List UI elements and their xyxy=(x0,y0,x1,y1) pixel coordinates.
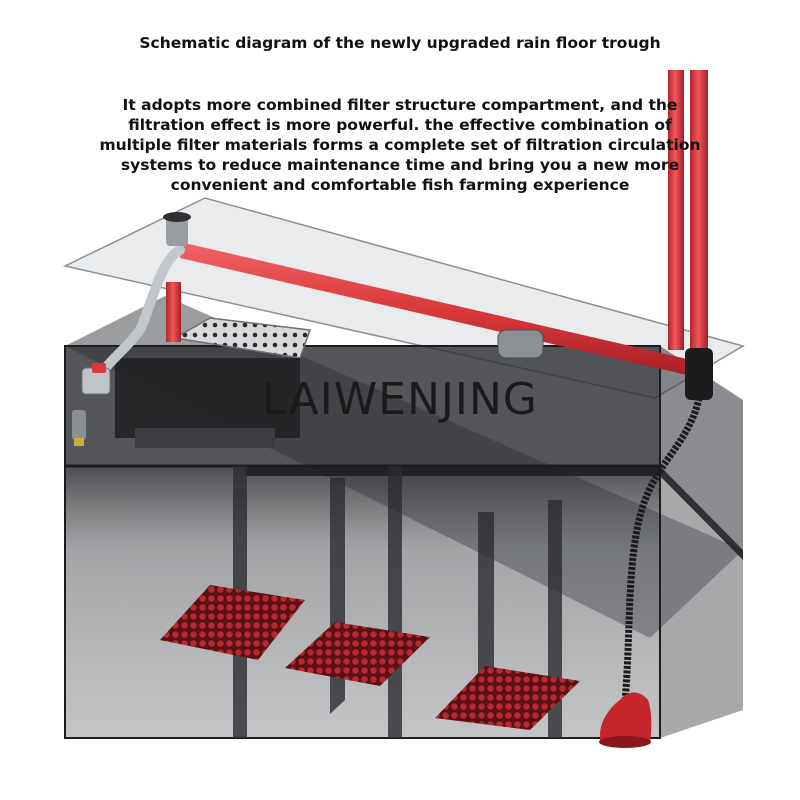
pipe-elbow xyxy=(685,348,713,400)
watermark-text: LAIWENJING xyxy=(262,374,538,425)
divider-panel-3 xyxy=(388,466,402,738)
filter-drawer xyxy=(135,428,275,448)
outlet-tip xyxy=(74,438,84,446)
tank-frame-outline xyxy=(64,345,661,739)
vertical-red-pipe-right-2 xyxy=(690,70,708,352)
inlet-nozzle-cap xyxy=(163,212,191,222)
tank-lower-body xyxy=(65,466,660,738)
filter-mat-2 xyxy=(285,622,430,686)
vertical-red-pipe-right-1 xyxy=(668,70,684,350)
caption-description: It adopts more combined filter structure… xyxy=(99,96,701,194)
black-return-hose xyxy=(620,397,703,721)
filter-mat-3 xyxy=(435,666,580,730)
filter-box-front xyxy=(115,358,300,438)
tank-side-upper xyxy=(660,346,743,550)
hose-outlet xyxy=(72,410,86,440)
vertical-red-pipe-left xyxy=(166,282,181,342)
shelf-rail xyxy=(245,466,743,560)
filter-mat-1 xyxy=(160,585,305,660)
caption-title: Schematic diagram of the newly upgraded … xyxy=(139,34,661,52)
pump-base xyxy=(599,736,651,748)
inlet-nozzle xyxy=(166,214,188,246)
horizontal-red-pipe xyxy=(180,242,700,378)
clear-inlet-hose xyxy=(95,245,185,380)
pipe-connector xyxy=(497,329,544,359)
valve-handle xyxy=(92,363,106,373)
filter-box-top xyxy=(172,317,312,359)
return-pump xyxy=(600,692,652,742)
